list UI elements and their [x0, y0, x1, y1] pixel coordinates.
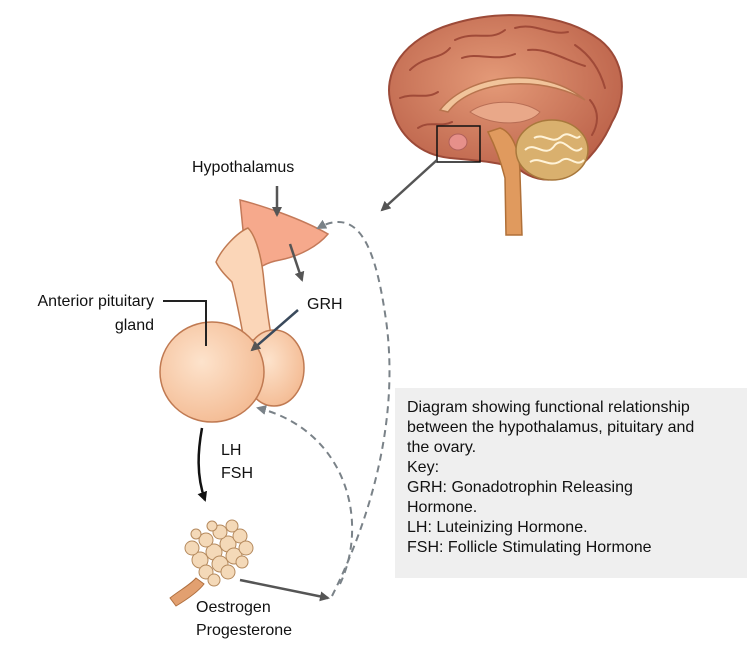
key-box: Diagram showing functional relationship … — [395, 388, 747, 578]
key-entry: Hormone. — [407, 499, 478, 516]
feedback-arrow-hypothalamus — [316, 219, 391, 597]
pituitary-small — [448, 133, 468, 151]
key-description-line: Diagram showing functional relationship — [407, 399, 690, 416]
arrow-grh-release — [288, 243, 305, 282]
brainstem — [486, 127, 523, 236]
key-entry: LH: Luteinizing Hormone. — [407, 519, 588, 536]
anterior-pituitary-label-line1: Anterior pituitary — [37, 293, 155, 310]
hypothalamus-highlight-box — [436, 125, 481, 163]
pituitary-gland-illustration — [159, 199, 330, 423]
brain-illustration — [388, 14, 623, 236]
grh-label: GRH — [307, 296, 343, 313]
anterior-pituitary-pointer — [163, 300, 207, 346]
oestrogen-label: Oestrogen — [196, 599, 271, 616]
corpus-callosum — [438, 76, 586, 113]
fsh-label: FSH — [221, 465, 253, 482]
key-entry: GRH: Gonadotrophin Releasing — [407, 479, 633, 496]
lh-label: LH — [221, 442, 242, 459]
brain-folds — [399, 25, 606, 136]
arrow-grh-to-anterior — [250, 309, 299, 352]
anterior-lobe — [159, 321, 265, 423]
hypothalamus-label: Hypothalamus — [192, 159, 295, 176]
key-title: Key: — [407, 459, 440, 476]
connector-lines — [163, 159, 438, 602]
ovary-illustration — [169, 519, 254, 607]
progesterone-label: Progesterone — [196, 622, 293, 639]
key-entry: FSH: Follicle Stimulating Hormone — [407, 539, 652, 556]
ovary-follicles — [184, 519, 254, 587]
anterior-pituitary-label-line2: gland — [114, 317, 154, 334]
arrow-lh-fsh — [197, 427, 207, 502]
arrow-ovary-to-hormones — [239, 578, 330, 602]
thalamus — [469, 101, 541, 124]
pituitary-stalk — [215, 227, 273, 341]
key-description-line: between the hypothalamus, pituitary and — [407, 419, 695, 436]
feedback-arrow-pituitary — [256, 405, 354, 585]
arrow-brain-to-gland — [380, 159, 438, 212]
key-description-line: the ovary. — [407, 439, 477, 456]
fallopian-tube — [169, 577, 205, 607]
cerebellum — [515, 119, 589, 181]
